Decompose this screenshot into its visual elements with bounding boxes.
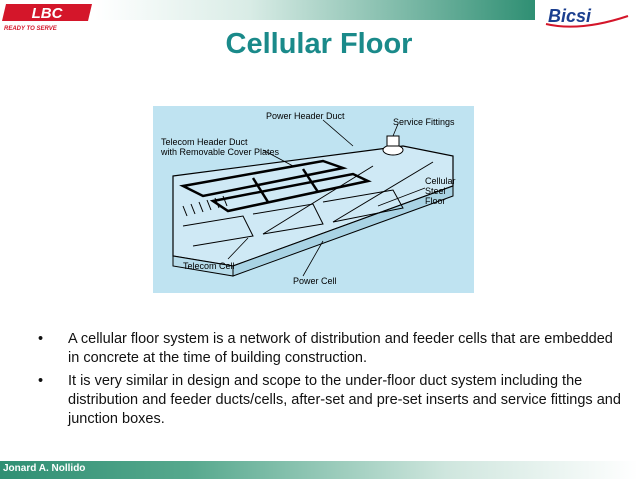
bullet-symbol: • xyxy=(38,331,44,347)
label-service-fittings: Service Fittings xyxy=(393,117,455,127)
label-telecom-cell: Telecom Cell xyxy=(183,261,235,271)
header-gradient-bar xyxy=(95,0,535,20)
bullet-list: • A cellular floor system is a network o… xyxy=(38,330,628,433)
label-cellular: Cellular xyxy=(425,176,456,186)
label-telecom-header-duct: Telecom Header Duct xyxy=(161,137,248,147)
bullet-text-1: A cellular floor system is a network of … xyxy=(68,331,613,366)
bullet-item-2: • It is very similar in design and scope… xyxy=(38,372,628,429)
bicsi-logo-text: Bicsi xyxy=(548,6,592,26)
cellular-floor-illustration xyxy=(172,119,454,277)
lbc-logo-text: LBC xyxy=(32,5,64,22)
label-removable-cover-plates: with Removable Cover Plates xyxy=(161,147,280,157)
bullet-item-1: • A cellular floor system is a network o… xyxy=(38,330,628,368)
bullet-text-2: It is very similar in design and scope t… xyxy=(68,373,621,427)
cellular-floor-diagram: Power Header Duct Service Fittings Telec… xyxy=(153,106,474,293)
bicsi-logo: Bicsi xyxy=(545,6,629,28)
lbc-logo-subtext: READY TO SERVE xyxy=(4,26,58,32)
lbc-logo: LBC READY TO SERVE xyxy=(2,4,92,32)
page-title: Cellular Floor xyxy=(225,28,413,60)
label-floor: Floor xyxy=(425,196,446,206)
footer-author: Jonard A. Nollido xyxy=(3,463,86,474)
bullet-symbol: • xyxy=(38,373,44,389)
label-power-header-duct: Power Header Duct xyxy=(266,111,345,121)
label-steel: Steel xyxy=(425,186,446,196)
label-power-cell: Power Cell xyxy=(293,276,337,286)
footer-gradient-bar xyxy=(0,461,638,479)
